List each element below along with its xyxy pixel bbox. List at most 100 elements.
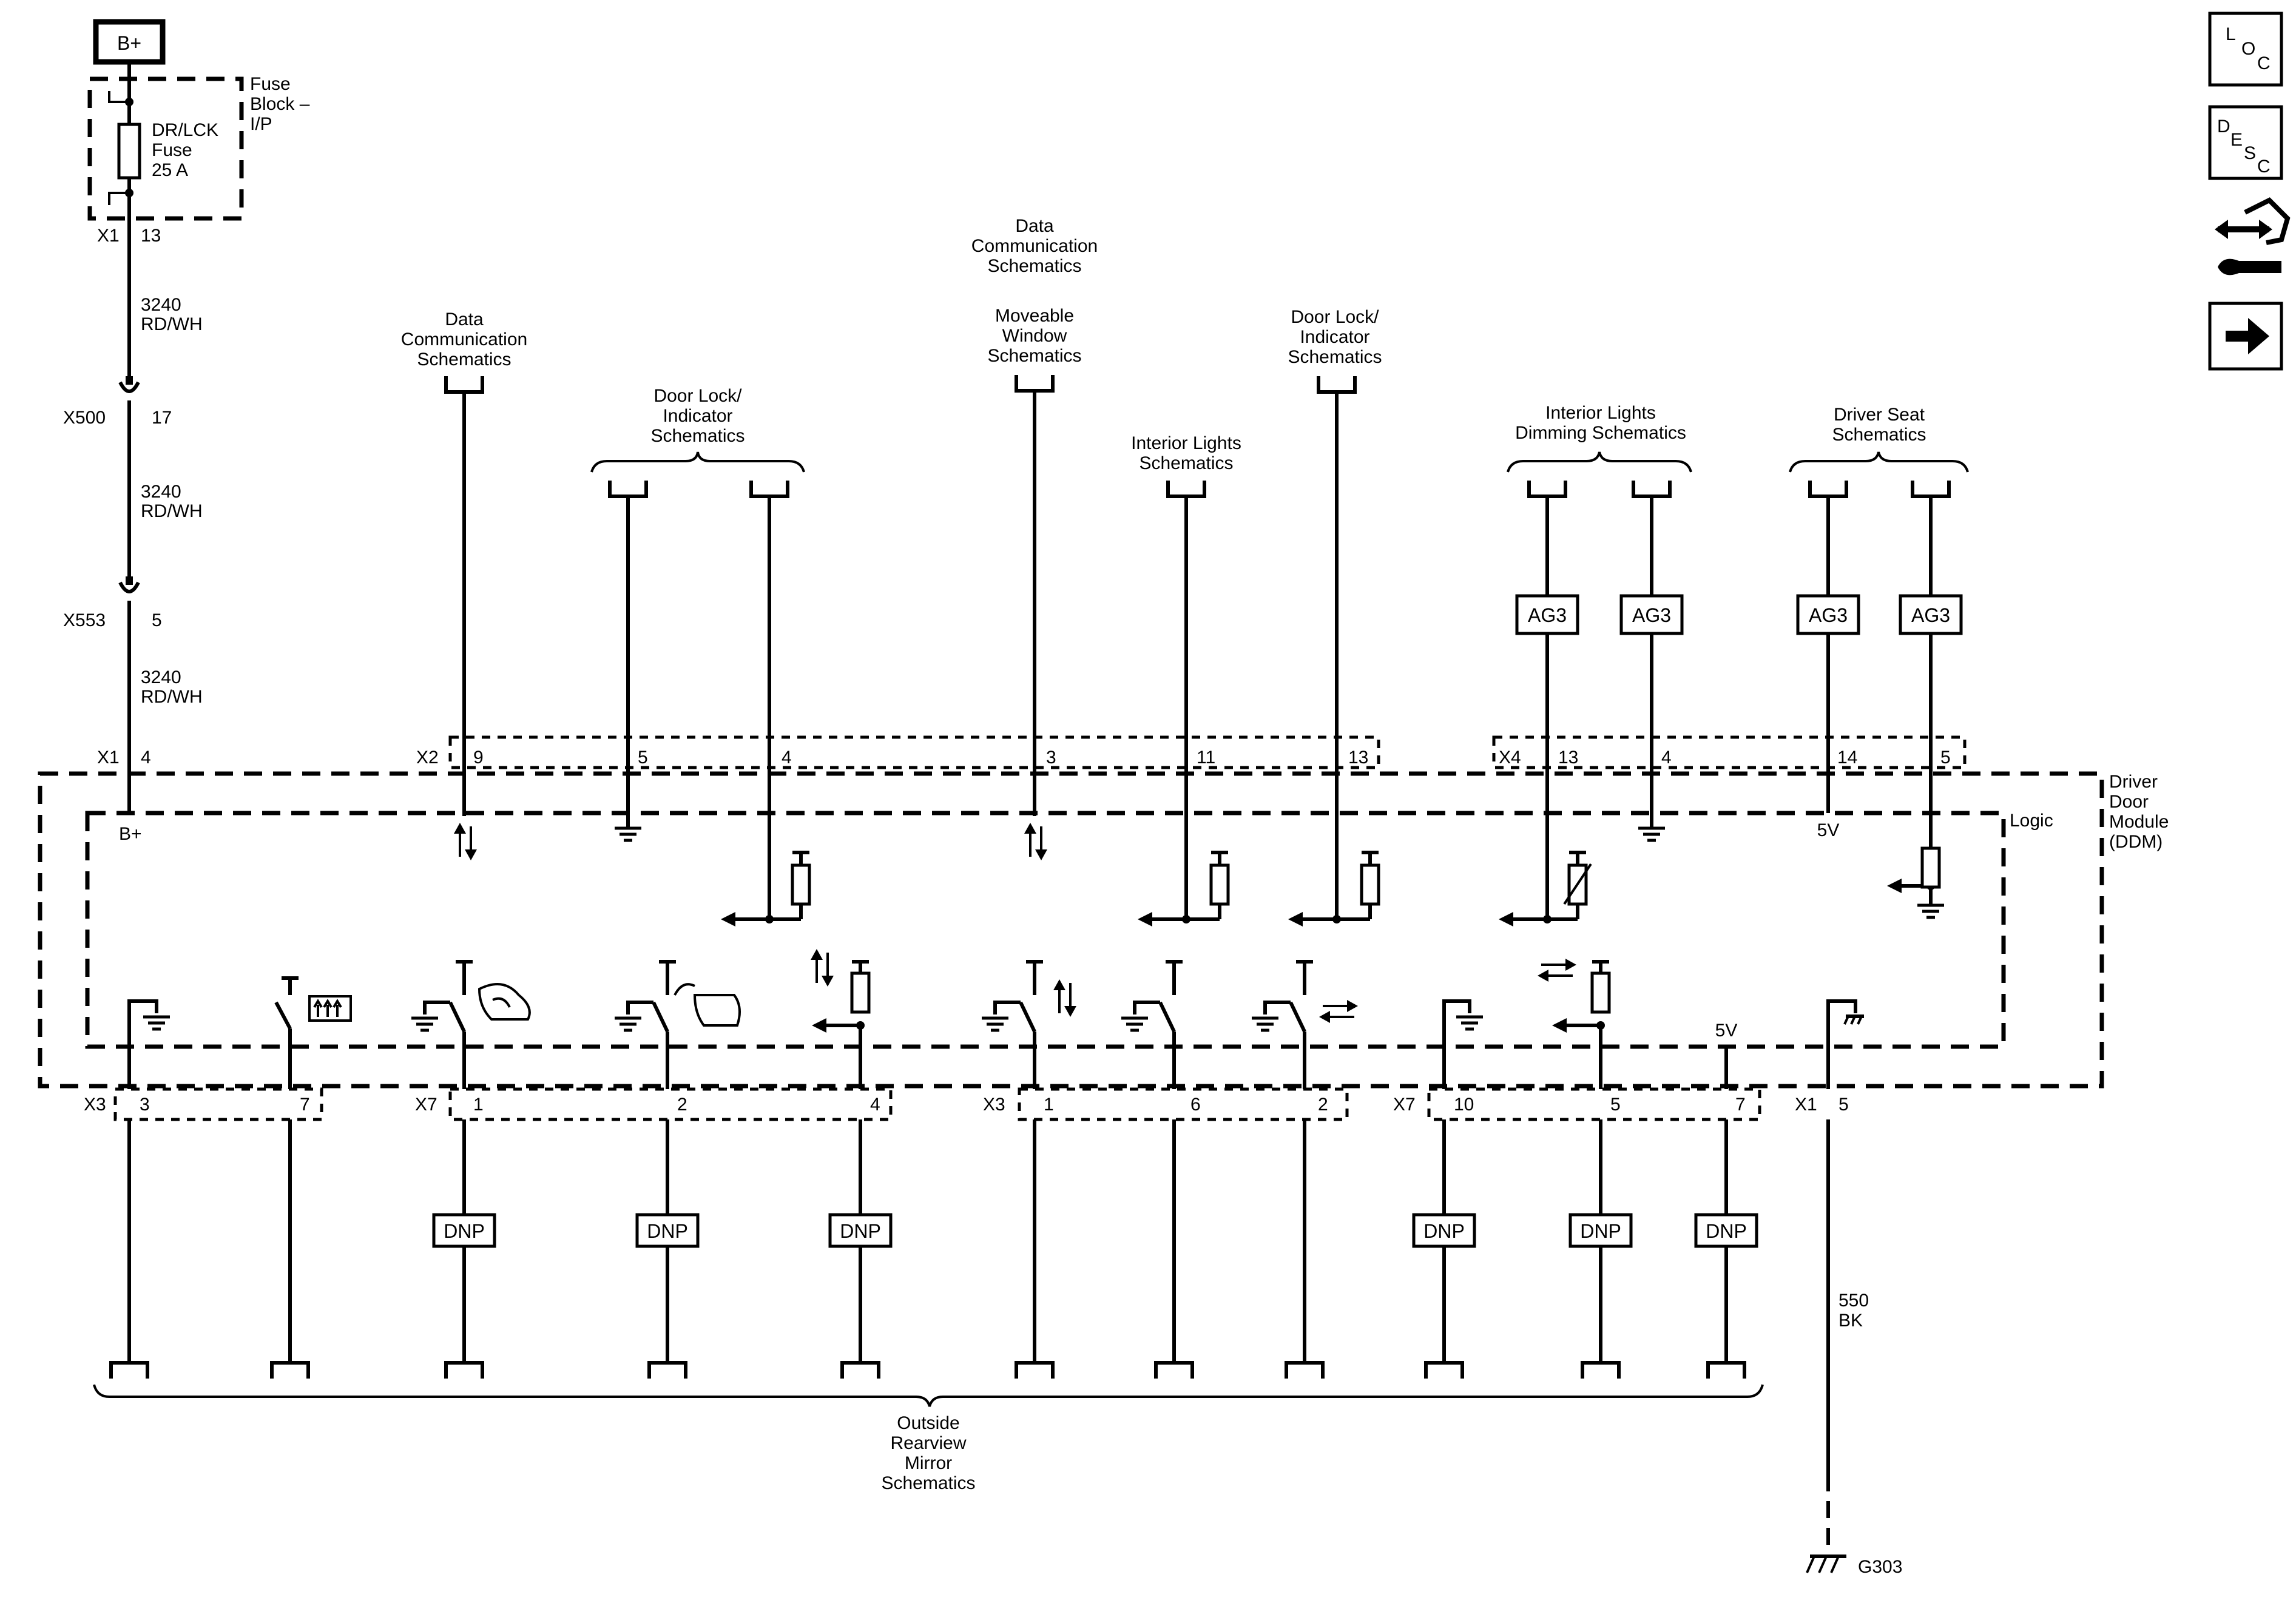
heated-mirror-icon	[308, 995, 352, 1022]
five-v-bottom: 5V	[1715, 1021, 1738, 1041]
ref-label: Door Lock/	[1291, 307, 1379, 327]
input-pullup-door-lock-1	[721, 851, 809, 927]
fuse-word: Fuse	[152, 140, 192, 160]
logic-outline	[85, 811, 2006, 1049]
ag3-box-3: AG3	[1796, 594, 1860, 635]
color-rdwh-c: RD/WH	[141, 687, 203, 707]
dnp-box-x7-10: DNP	[1412, 1213, 1476, 1248]
data-io-arrows-1	[454, 823, 477, 860]
logic-label: Logic	[2010, 811, 2053, 831]
x2-pin-3: 3	[1046, 748, 1056, 768]
desc-button[interactable]: D E S C	[2208, 105, 2283, 180]
fuse-rating: 25 A	[152, 160, 188, 180]
dnp-box-x7-5: DNP	[1568, 1213, 1633, 1248]
desc-letter-d: D	[2217, 116, 2230, 137]
x4-pin-14: 14	[1837, 748, 1857, 768]
ref-label: Outside	[897, 1413, 959, 1433]
ref-label: Schematics	[1139, 453, 1233, 473]
ref-label: Schematics	[987, 346, 1081, 366]
mirror-wires	[127, 1119, 1728, 1363]
input-variable-resistor-dimming	[1499, 851, 1592, 927]
x553-inline-connector	[118, 581, 140, 593]
x3a-pin-7: 7	[300, 1095, 310, 1115]
ref-driver-seat[interactable]: Driver Seat Schematics	[1789, 405, 1969, 496]
fuse-block-title-1: Fuse	[250, 74, 291, 94]
b-plus-label: B+	[117, 32, 141, 54]
ddm-name-4: (DDM)	[2109, 832, 2163, 852]
circuit-3240-c: 3240	[141, 667, 181, 687]
desc-letter-s: S	[2244, 143, 2256, 163]
ground-icon	[411, 1018, 438, 1030]
ag3-label: AG3	[1911, 604, 1950, 626]
ref-interior-dimming[interactable]: Interior Lights Dimming Schematics	[1507, 403, 1692, 496]
ref-data-communication-2[interactable]: Data Communication Schematics	[971, 216, 1098, 276]
x2-pin-9: 9	[473, 748, 484, 768]
mirror-switch-x3-2	[1252, 960, 1358, 1089]
x3b-pin-1: 1	[1044, 1095, 1054, 1115]
mirror-fold-switch-1	[411, 960, 531, 1089]
x3a-pin-3: 3	[140, 1095, 150, 1115]
ref-label: Interior Lights	[1131, 433, 1241, 453]
ddm-name-2: Door	[2109, 792, 2149, 812]
five-v-top: 5V	[1817, 820, 1840, 840]
dnp-label: DNP	[1423, 1220, 1465, 1242]
ground-icon	[982, 1018, 1008, 1030]
ref-label: Dimming Schematics	[1515, 423, 1686, 443]
fuse-block-title-3: I/P	[250, 114, 272, 134]
x500-connector: X500	[63, 408, 106, 428]
loc-letter-o: O	[2241, 39, 2255, 59]
ref-label: Indicator	[663, 406, 732, 426]
dnp-label: DNP	[1706, 1220, 1747, 1242]
dnp-label: DNP	[647, 1220, 688, 1242]
connector-repair-icon[interactable]	[2215, 197, 2291, 275]
ref-label: Schematics	[987, 256, 1081, 276]
ref-label: Mirror	[905, 1453, 952, 1473]
x7-connector-a: X7	[415, 1095, 437, 1115]
ref-label: Data	[445, 309, 484, 329]
mirror-switch-x3-1	[982, 960, 1076, 1089]
ag3-label: AG3	[1528, 604, 1567, 626]
color-rdwh-b: RD/WH	[141, 501, 203, 521]
ref-label: Rearview	[890, 1433, 966, 1453]
ref-label: Schematics	[881, 1473, 975, 1493]
ground-icon	[615, 828, 641, 840]
x7b-pin-5: 5	[1610, 1095, 1621, 1115]
mirror-bidirectional-io	[811, 949, 869, 1089]
ref-label: Schematics	[417, 349, 511, 370]
loc-letter-c: C	[2257, 53, 2271, 73]
ref-label: Communication	[971, 236, 1098, 256]
mirror-fold-switch-2	[615, 960, 741, 1089]
dnp-label: DNP	[444, 1220, 485, 1242]
ground-icon	[1456, 1017, 1483, 1029]
x2-pin-11: 11	[1197, 748, 1215, 768]
next-page-button[interactable]	[2208, 302, 2283, 371]
mirror-fold-icon	[478, 983, 531, 1021]
ref-moveable-window[interactable]: Moveable Window Schematics	[987, 306, 1082, 391]
data-io-arrows-2	[1024, 823, 1047, 860]
x3b-pin-6: 6	[1190, 1095, 1201, 1115]
ref-label: Interior Lights	[1545, 403, 1656, 423]
ref-door-lock-2[interactable]: Door Lock/ Indicator Schematics	[1288, 307, 1382, 392]
ground-icon	[143, 1017, 170, 1029]
mirror-fold-icon	[693, 994, 741, 1027]
ref-data-communication-1[interactable]: Data Communication Schematics	[401, 309, 527, 392]
fuse-symbol	[117, 123, 141, 180]
ref-label: Window	[1002, 326, 1067, 346]
x1-bottom-pin: 5	[1838, 1095, 1849, 1115]
fuse-block-title-2: Block –	[250, 94, 310, 114]
ground-icon	[1121, 1018, 1148, 1030]
dnp-label: DNP	[840, 1220, 881, 1242]
x500-pin: 17	[152, 408, 172, 428]
x7b-pin-10: 10	[1454, 1095, 1474, 1115]
loc-button[interactable]: L O C	[2208, 12, 2283, 87]
dnp-box-x7-1: DNP	[432, 1213, 496, 1248]
ref-interior-lights[interactable]: Interior Lights Schematics	[1131, 433, 1241, 496]
x3-connector-b: X3	[983, 1095, 1005, 1115]
x2-pin-13: 13	[1348, 748, 1368, 768]
chassis-ground-internal	[1826, 999, 1864, 1089]
ref-label: Door Lock/	[653, 386, 742, 406]
mirror-switch-x3-6	[1121, 960, 1183, 1089]
ref-door-lock-1[interactable]: Door Lock/ Indicator Schematics	[590, 386, 805, 496]
ref-outside-rearview-mirror[interactable]: Outside Rearview Mirror Schematics	[93, 1384, 1764, 1493]
x2-pin-4: 4	[782, 748, 792, 768]
